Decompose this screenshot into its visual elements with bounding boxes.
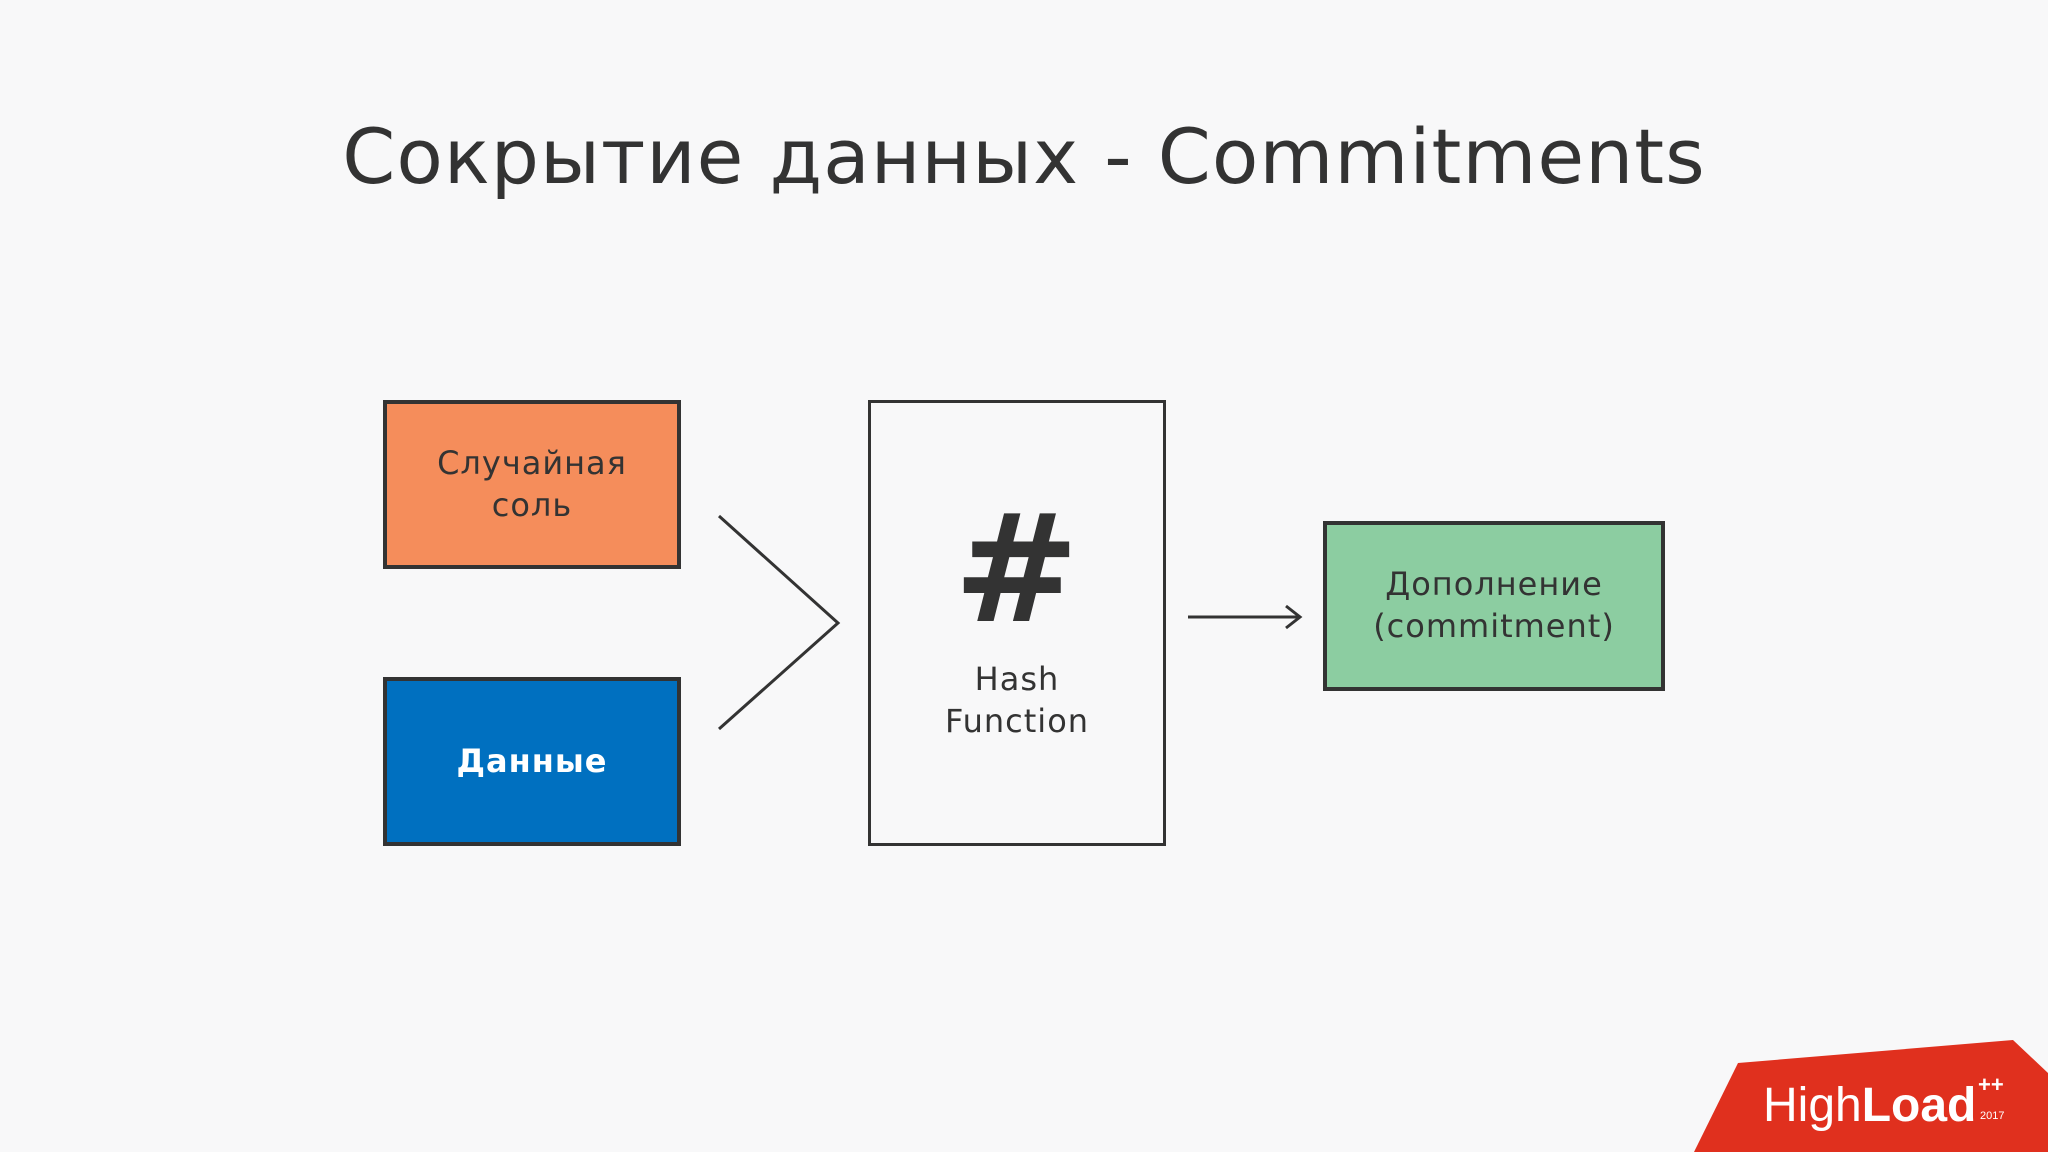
merge-chevron [717,514,841,731]
logo-text-load: Load [1862,1079,1977,1132]
commitment-box: Дополнение (commitment) [1323,521,1665,691]
logo-wordmark: HighLoad [1763,1079,1976,1132]
logo-year: 2017 [1980,1110,2004,1122]
logo-text-high: High [1763,1079,1862,1132]
hash-icon: # [953,483,1081,658]
data-box: Данные [383,677,681,846]
random-salt-box: Случайная соль [383,400,681,569]
commitment-label: Дополнение (commitment) [1373,565,1615,645]
slide-title: Сокрытие данных - Commitments [342,112,1706,201]
logo-banner [1694,1040,2048,1152]
hash-function-box: # Hash Function [868,400,1166,846]
output-arrow-head [1285,604,1303,630]
random-salt-label: Случайная соль [437,443,627,524]
data-label: Данные [456,741,608,780]
hash-function-label: Hash Function [944,660,1090,740]
logo-plus-plus: ++ [1978,1072,2004,1097]
